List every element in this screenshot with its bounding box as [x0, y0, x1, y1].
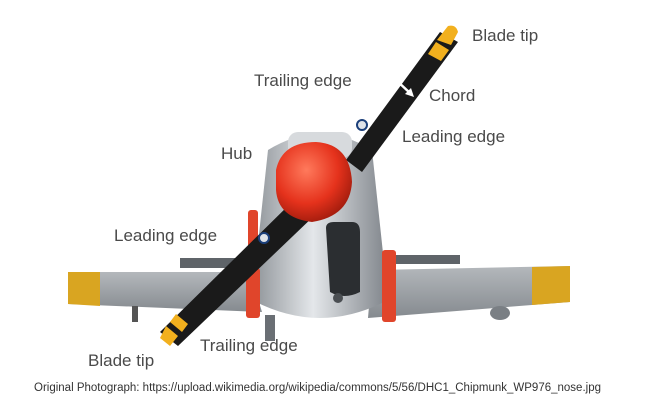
label-trailing-edge-bottom: Trailing edge — [200, 336, 298, 355]
label-hub: Hub — [221, 144, 253, 163]
right-wing — [368, 255, 570, 320]
label-chord: Chord — [429, 86, 476, 105]
photo-caption: Original Photograph: https://upload.wiki… — [34, 382, 601, 394]
chord-arrow — [392, 76, 414, 97]
label-leading-edge-right: Leading edge — [402, 127, 506, 146]
label-leading-edge-left: Leading edge — [114, 226, 218, 245]
fuselage — [132, 132, 396, 341]
spinner-hub — [276, 142, 352, 222]
label-blade-tip-bottom: Blade tip — [88, 351, 155, 370]
label-trailing-edge-top: Trailing edge — [254, 71, 352, 90]
label-blade-tip-top: Blade tip — [472, 26, 539, 45]
propeller — [160, 25, 458, 346]
